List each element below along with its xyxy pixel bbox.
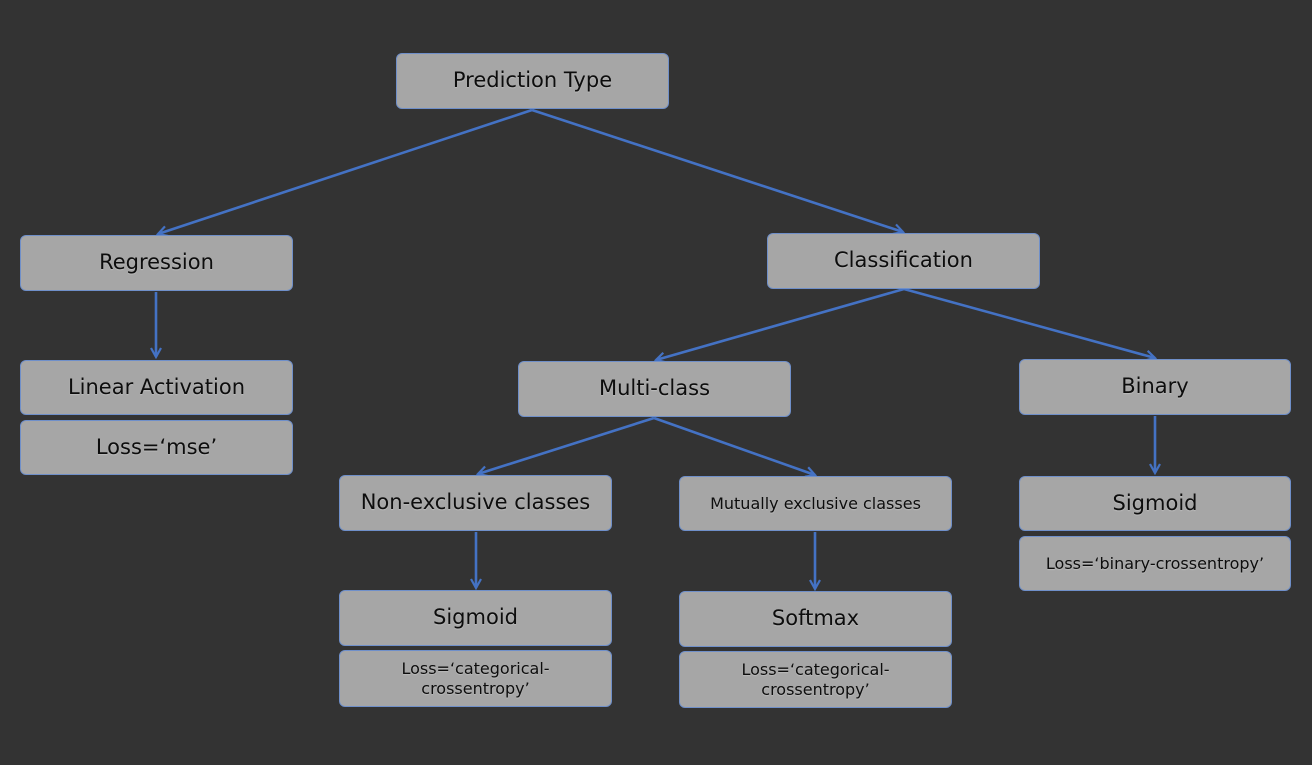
node-sigmoid-non-exclusive: Sigmoid (339, 590, 612, 646)
node-loss-categorical-crossentropy-non-exclusive: Loss=‘categorical- crossentropy’ (339, 650, 612, 707)
edge-multiclass-to-nonexclusive (478, 416, 655, 474)
node-label: Regression (99, 250, 214, 275)
node-label: Loss=‘mse’ (95, 434, 218, 459)
node-softmax: Softmax (679, 591, 952, 647)
node-label: Loss=‘categorical- crossentropy’ (741, 660, 890, 699)
node-label: Sigmoid (433, 605, 518, 630)
node-regression: Regression (20, 235, 293, 291)
node-label: Prediction Type (452, 68, 613, 93)
node-label: Binary (1121, 374, 1189, 399)
node-mutually-exclusive-classes: Mutually exclusive classes (679, 476, 952, 531)
node-label: Classification (834, 248, 973, 273)
edge-prediction-to-classification (531, 108, 903, 232)
node-prediction-type: Prediction Type (396, 53, 669, 109)
node-label: Linear Activation (67, 374, 246, 399)
node-loss-binary-crossentropy: Loss=‘binary-crossentropy’ (1019, 536, 1291, 591)
edge-multiclass-to-mutuallyexclusive (653, 416, 815, 475)
edge-classification-to-multiclass (656, 287, 905, 360)
node-label: Non-exclusive classes (360, 490, 591, 515)
node-classification: Classification (767, 233, 1040, 289)
node-label: Loss=‘binary-crossentropy’ (1045, 553, 1265, 573)
node-label: Softmax (771, 606, 860, 631)
node-non-exclusive-classes: Non-exclusive classes (339, 475, 612, 531)
node-label: Mutually exclusive classes (710, 493, 921, 513)
node-label: Multi-class (598, 376, 711, 401)
node-loss-categorical-crossentropy-mutually-exclusive: Loss=‘categorical- crossentropy’ (679, 651, 952, 708)
node-label: Sigmoid (1112, 490, 1198, 515)
node-label: Loss=‘categorical- crossentropy’ (401, 659, 550, 698)
node-loss-mse: Loss=‘mse’ (20, 420, 293, 475)
edge-classification-to-binary (903, 287, 1155, 358)
node-linear-activation: Linear Activation (20, 360, 293, 415)
node-sigmoid-binary: Sigmoid (1019, 476, 1291, 531)
edge-prediction-to-regression (158, 108, 533, 234)
node-multi-class: Multi-class (518, 361, 791, 417)
node-binary: Binary (1019, 359, 1291, 415)
